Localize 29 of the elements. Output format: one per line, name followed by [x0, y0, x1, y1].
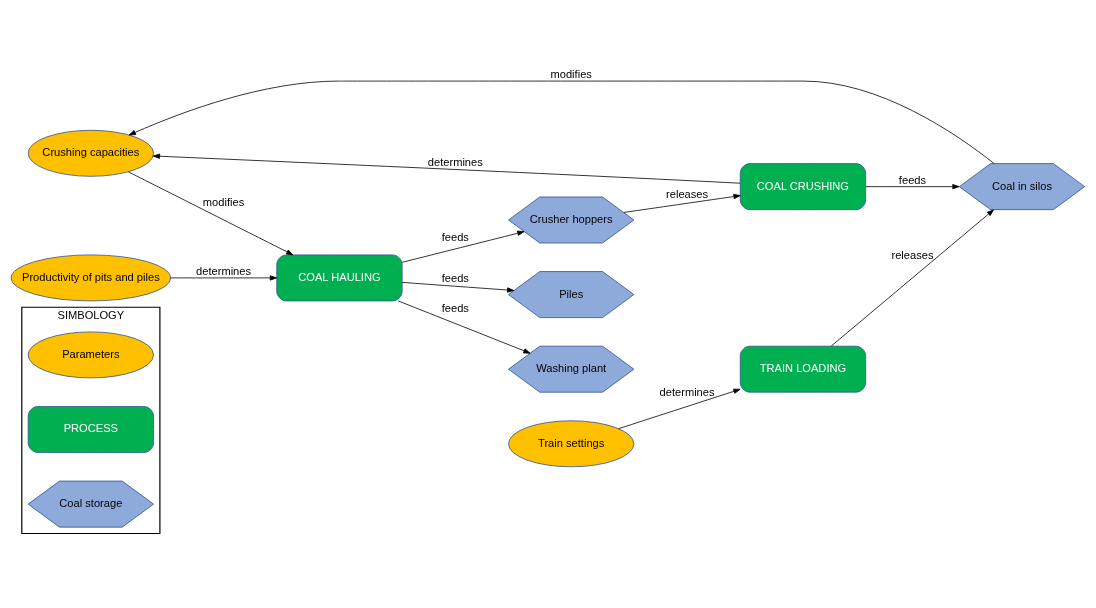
edge-label: releases — [666, 187, 709, 200]
node-box: PROCESS — [27, 405, 154, 453]
edge-label: determines — [427, 155, 483, 168]
arrow — [618, 388, 741, 429]
node-ellipse: Productivity of pits and piles — [10, 254, 171, 301]
edge-label: modifies — [550, 67, 592, 80]
node-box: TRAIN LOADING — [739, 345, 867, 393]
edge-label: modifies — [202, 195, 245, 208]
edge-label: feeds — [441, 230, 469, 243]
node-box: COAL CRUSHING — [739, 162, 867, 210]
arrow — [397, 300, 531, 354]
edge-label: feeds — [441, 271, 469, 284]
edge-label: feeds — [898, 173, 927, 186]
arrow — [170, 274, 277, 281]
edge-label: feeds — [441, 301, 469, 314]
arrow — [152, 153, 741, 184]
arrow — [623, 193, 741, 213]
node-ellipse: Train settings — [508, 419, 635, 467]
arrow — [865, 183, 960, 189]
arrow — [830, 208, 994, 346]
edge-label: determines — [659, 385, 715, 398]
arrow — [128, 80, 995, 164]
node-ellipse: Parameters — [27, 331, 154, 378]
edge-label: determines — [196, 264, 252, 277]
arrow — [127, 170, 294, 255]
arrow — [401, 230, 525, 263]
arrow — [401, 281, 515, 293]
edge-label: releases — [891, 248, 934, 261]
node-box: COAL HAULING — [276, 254, 403, 301]
